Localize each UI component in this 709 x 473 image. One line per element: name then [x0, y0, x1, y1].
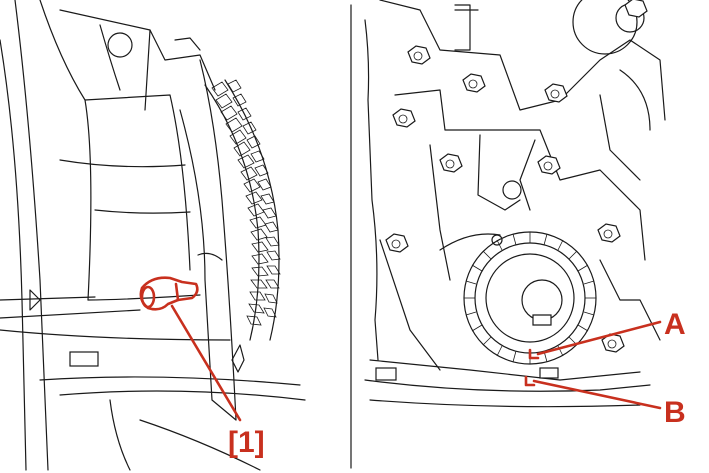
engine-block-casting	[0, 0, 306, 471]
callout-label-b: B	[664, 396, 686, 429]
bolt	[407, 45, 431, 65]
timing-mark-a	[528, 320, 662, 360]
bolt	[544, 83, 568, 103]
callout-label-a: A	[664, 308, 686, 341]
bolt	[439, 153, 463, 173]
right-panel-timing-gear-view: A B	[364, 0, 686, 429]
timing-mark-b	[524, 375, 662, 410]
callout-leader-a	[536, 320, 662, 356]
left-panel-flywheel-view: [1]	[0, 0, 306, 471]
bracket-tab	[539, 367, 559, 379]
timing-pin-tool	[139, 276, 242, 422]
bolt	[624, 0, 648, 18]
crankshaft-sprocket	[463, 231, 597, 365]
flywheel-ring-gear	[204, 79, 281, 341]
bolt	[385, 233, 409, 253]
callout-leader-1	[170, 304, 242, 422]
callout-leader-b	[532, 379, 662, 410]
bolt	[392, 108, 416, 128]
callout-label-1: [1]	[228, 426, 265, 459]
bolt	[537, 155, 561, 175]
bolt	[597, 223, 621, 243]
bracket-tab	[375, 367, 397, 381]
mounting-bolts	[375, 0, 648, 381]
bolt	[462, 73, 486, 93]
engine-front-casting	[364, 0, 666, 408]
